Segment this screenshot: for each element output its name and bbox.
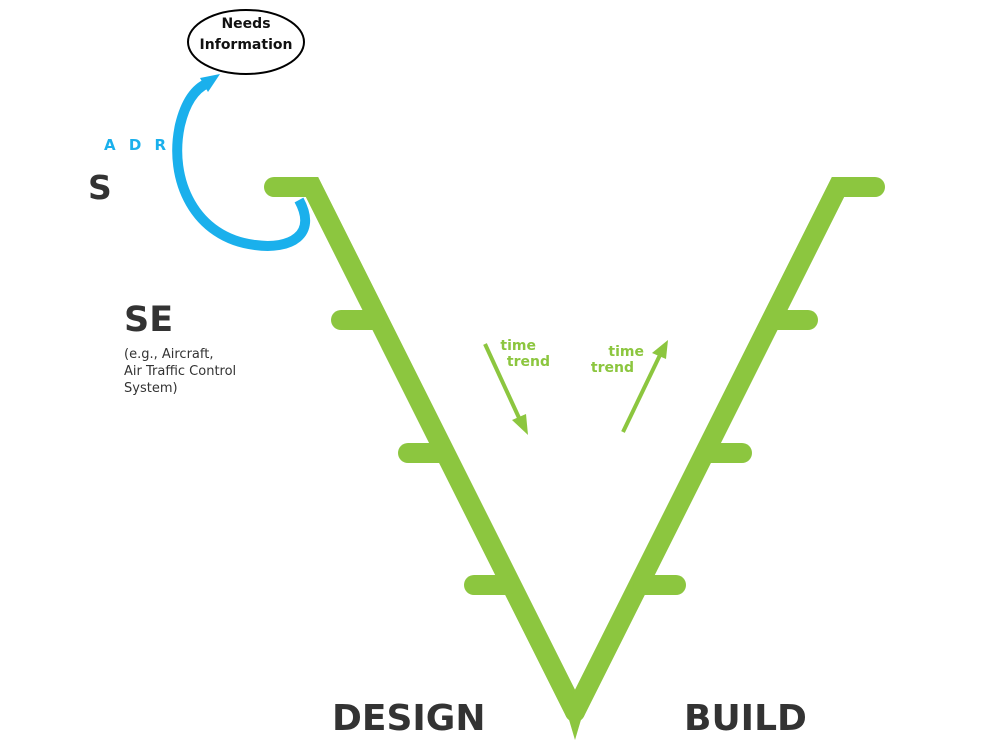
adr-curve [172,78,310,251]
se-label: SE [124,300,174,340]
time-trend-right-label: time trend [582,344,644,376]
time-trend-arrows [483,340,668,435]
build-label: BUILD [684,698,807,739]
se-description: (e.g., Aircraft, Air Traffic Control Sys… [124,347,237,396]
needs-information-ellipse [187,9,305,75]
time-trend-right-word1: time [608,344,644,360]
trend-arrow-left-head [512,414,528,435]
design-label: DESIGN [332,698,486,739]
v-bottom-tip [562,696,588,740]
top-level-label: S [88,168,112,207]
time-trend-left-label: time trend [490,338,550,370]
time-trend-left-word2: trend [506,354,550,370]
adr-arrow-head [200,74,220,92]
adr-arrow [172,74,310,251]
trend-arrow-right-shaft [621,354,662,433]
time-trend-left-word1: time [500,338,536,354]
trend-arrow-right-head [652,340,668,359]
time-trend-right-word2: trend [590,360,634,376]
v-left-arm [264,177,585,722]
v-right-arm [565,177,885,722]
v-shape [264,177,885,740]
trend-arrow-left-shaft [483,343,522,421]
needs-information-label: Needs Information [199,16,293,53]
adr-label: A D R [104,136,171,154]
